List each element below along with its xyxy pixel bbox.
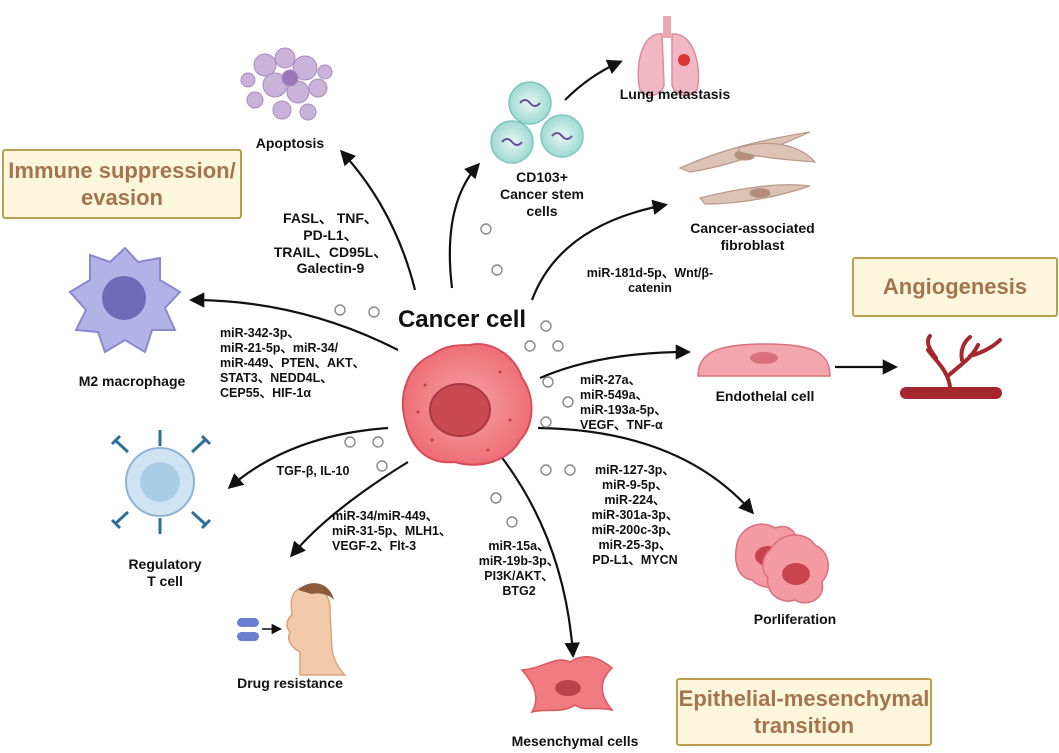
mediators-proliferation: miR-127-3p、 miR-9-5p、 miR-224、 miR-301a-… (591, 463, 679, 567)
arrow-to-stem-cells (448, 162, 481, 289)
cd103-stem-cells-icon (490, 81, 584, 164)
label-stem-cells: CD103+ Cancer stem cells (499, 169, 585, 219)
arrow-to-prolif (537, 426, 755, 515)
label-caf: Cancer-associated fibroblast (690, 220, 815, 253)
mesenchymal-cell-icon (520, 656, 614, 714)
arrow-to-treg (227, 426, 389, 490)
mediators-drug-resistance: miR-34/miR-449、 miR-31-5p、MLH1、 VEGF-2、F… (332, 509, 452, 553)
apoptosis-icon (240, 47, 333, 121)
regulatory-t-cell-icon (110, 430, 212, 534)
label-lung-metastasis: Lung metastasis (619, 86, 731, 102)
vesicles (334, 223, 576, 528)
proliferation-icon (734, 523, 829, 604)
label-mesenchymal: Mesenchymal cells (511, 733, 639, 749)
mediators-caf: miR-181d-5p、Wnt/β- catenin (586, 266, 714, 295)
arrow-to-caf (530, 199, 669, 301)
label-apoptosis: Apoptosis (255, 135, 325, 151)
arrow-to-drug (290, 461, 409, 558)
lung-icon (637, 16, 700, 97)
mediators-apoptosis: FASL、 TNF、 PD-L1、 TRAIL、CD95L、 Galectin-… (273, 210, 388, 277)
cancer-cell-icon (401, 343, 533, 466)
center-title: Cancer cell (397, 306, 527, 333)
m2-macrophage-icon (68, 246, 182, 354)
blood-vessel-icon (900, 334, 1002, 399)
angiogenesis-box: Angiogenesis (852, 257, 1058, 317)
label-drug-resistance: Drug resistance (237, 675, 343, 691)
label-regulatory-t-cell: Regulatory T cell (128, 556, 202, 589)
label-endothelial: Endothelal cell (715, 388, 815, 404)
arrow-to-mesenchymal (499, 454, 580, 659)
arrow-to-m2 (188, 292, 399, 351)
label-proliferation: Porliferation (753, 611, 837, 627)
mediators-endothelial: miR-27a、 miR-549a、 miR-193a-5p、 VEGF、TNF… (580, 373, 667, 432)
mediators-treg: TGF-β, IL-10 (276, 464, 350, 478)
arrow-to-endothelial (539, 344, 692, 380)
mediators-m2: miR-342-3p、 miR-21-5p、miR-34/ miR-449、PT… (220, 326, 366, 400)
endothelial-cell-icon (697, 343, 831, 377)
emt-box: Epithelial-mesenchymal transition (676, 678, 932, 746)
label-m2-macrophage: M2 macrophage (78, 373, 186, 389)
arrow-stem-to-lung (564, 59, 623, 101)
mediators-mesenchymal: miR-15a、 miR-19b-3p、 PI3K/AKT、 BTG2 (478, 539, 560, 598)
drug-resistance-icon (237, 583, 347, 676)
arrow-to-apoptosis (339, 149, 417, 291)
immune-suppression-box: Immune suppression/ evasion (2, 149, 242, 219)
fibroblast-icon (678, 131, 817, 205)
